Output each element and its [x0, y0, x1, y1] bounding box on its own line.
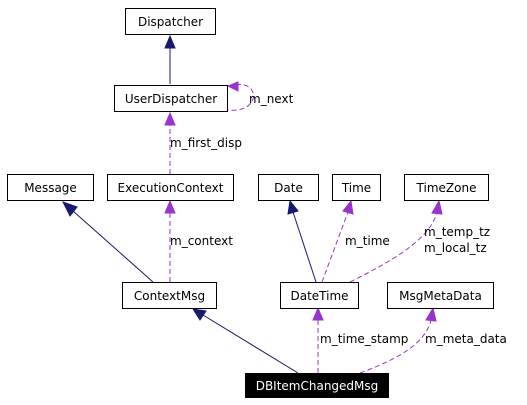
label-m-context: m_context: [170, 234, 233, 248]
edge-m-time: m_time: [321, 199, 390, 283]
label-m-time: m_time: [345, 234, 390, 248]
node-msg-meta-data-label: MsgMetaData: [399, 289, 482, 303]
node-dispatcher[interactable]: Dispatcher: [125, 8, 216, 35]
label-m-first-disp: m_first_disp: [170, 136, 242, 150]
edge-m-context: m_context: [164, 199, 233, 282]
node-execution-context-label: ExecutionContext: [118, 181, 224, 195]
node-user-dispatcher[interactable]: UserDispatcher: [114, 85, 228, 112]
node-date[interactable]: Date: [258, 174, 319, 201]
edge-m-tz: m_temp_tz m_local_tz: [349, 199, 490, 283]
node-timezone-label: TimeZone: [416, 181, 477, 195]
node-time[interactable]: Time: [332, 174, 381, 201]
node-dispatcher-label: Dispatcher: [138, 15, 203, 29]
node-msg-meta-data[interactable]: MsgMetaData: [387, 282, 494, 309]
edge-m-time-stamp: m_time_stamp: [312, 306, 408, 373]
node-time-label: Time: [341, 181, 371, 195]
node-timezone[interactable]: TimeZone: [404, 174, 489, 201]
node-message[interactable]: Message: [7, 174, 94, 201]
edge-contextmsg-message: [61, 201, 154, 283]
node-db-item-changed-msg-label: DBItemChangedMsg: [256, 379, 379, 393]
edge-dbitem-contextmsg: [191, 308, 299, 374]
node-context-msg-label: ContextMsg: [134, 289, 205, 303]
label-m-time-stamp: m_time_stamp: [320, 332, 408, 346]
edge-userdispatcher-dispatcher: [164, 34, 176, 84]
node-date-time-label: DateTime: [290, 289, 348, 303]
node-execution-context[interactable]: ExecutionContext: [107, 174, 234, 201]
edge-datetime-date: [287, 199, 317, 283]
node-date-label: Date: [274, 181, 303, 195]
node-date-time[interactable]: DateTime: [280, 282, 359, 309]
node-db-item-changed-msg[interactable]: DBItemChangedMsg: [245, 373, 389, 398]
node-context-msg[interactable]: ContextMsg: [122, 282, 217, 309]
edge-m-meta-data: m_meta_data: [359, 306, 507, 374]
label-m-next: m_next: [249, 92, 294, 106]
edge-m-next: m_next: [226, 81, 294, 111]
label-m-local-tz: m_local_tz: [424, 241, 487, 255]
edge-m-first-disp: m_first_disp: [164, 111, 242, 174]
label-m-temp-tz: m_temp_tz: [424, 225, 490, 239]
node-message-label: Message: [24, 181, 77, 195]
node-user-dispatcher-label: UserDispatcher: [125, 92, 217, 106]
label-m-meta-data: m_meta_data: [425, 332, 507, 346]
